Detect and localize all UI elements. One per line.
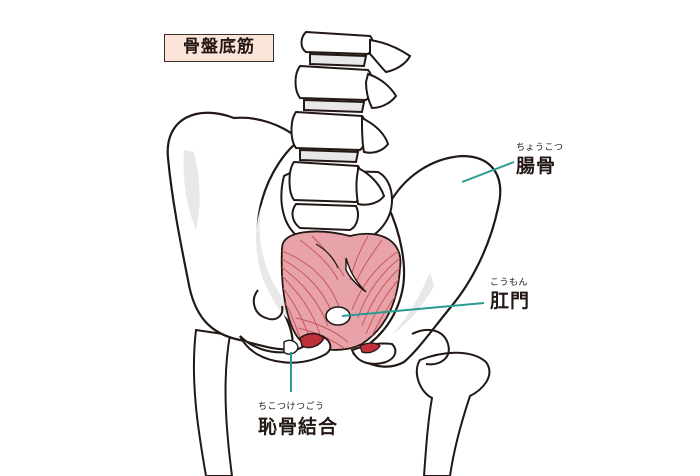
leader-line-anus bbox=[341, 302, 485, 317]
disc-2 bbox=[303, 98, 366, 114]
vertebra-3 bbox=[290, 110, 368, 152]
pubic-symphysis-label: 恥骨結合 bbox=[258, 416, 339, 438]
right-femur bbox=[415, 351, 491, 476]
spinous-process-2 bbox=[364, 72, 398, 110]
vertebra-2 bbox=[294, 64, 374, 102]
pubic-bones bbox=[239, 332, 397, 365]
spinous-process-4 bbox=[355, 166, 386, 206]
spinous-process-3 bbox=[361, 116, 390, 154]
left-hip-bone bbox=[166, 111, 302, 351]
anus-label: 肛門 bbox=[490, 290, 531, 312]
ilium-reading: ちょうこつ bbox=[516, 143, 564, 153]
disc-1 bbox=[309, 52, 368, 68]
vertebra-4 bbox=[288, 160, 364, 204]
leader-lines bbox=[290, 161, 515, 392]
anus-reading: こうもん bbox=[490, 278, 529, 288]
spinous-process-1 bbox=[369, 38, 412, 74]
pubic-symphysis-reading: ちこつけつごう bbox=[258, 402, 325, 412]
vertebra-1 bbox=[300, 30, 374, 56]
vertebra-body-5 bbox=[291, 202, 359, 232]
disc-3 bbox=[299, 148, 360, 164]
lumbar-spine bbox=[288, 30, 412, 232]
diagram-title: 骨盤底筋 bbox=[164, 34, 274, 62]
leader-line-ilium bbox=[461, 161, 515, 183]
ilium-label: 腸骨 bbox=[516, 155, 557, 177]
left-femur bbox=[192, 328, 234, 476]
